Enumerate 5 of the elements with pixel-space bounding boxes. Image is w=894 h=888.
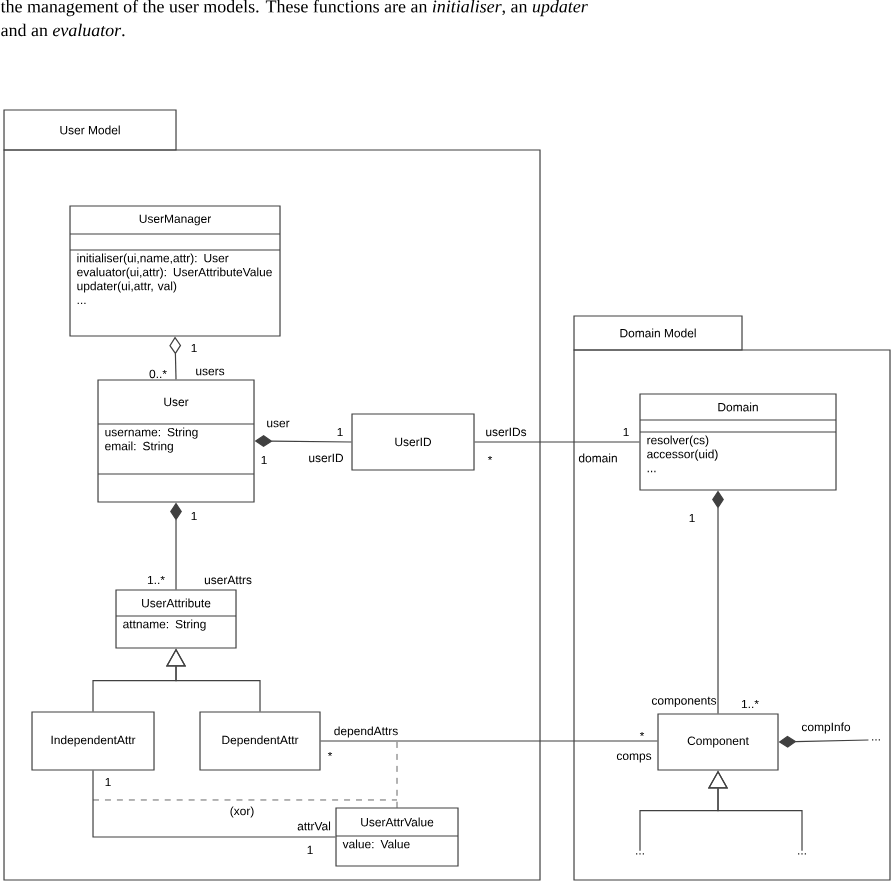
association-line bbox=[320, 740, 658, 742]
body-text: and an evaluator. bbox=[1, 23, 125, 37]
association-line bbox=[92, 770, 336, 838]
body-text: the management of the user models. These functions are an initialiser, an updater bbox=[0, 0, 588, 17]
association-line bbox=[474, 441, 640, 443]
